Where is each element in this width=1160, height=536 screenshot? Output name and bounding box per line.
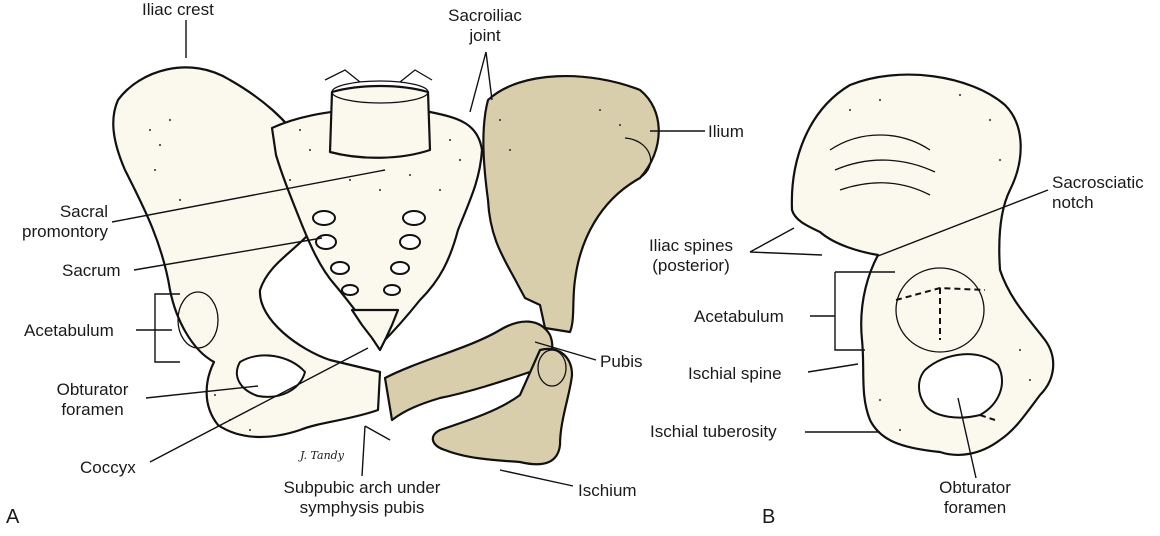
- label-ilium: Ilium: [708, 122, 744, 141]
- label-sacroiliac-line-2: joint: [469, 26, 501, 45]
- label-iliac-spines-line-2: (posterior): [652, 256, 730, 275]
- panel-a-pelvis: [111, 20, 705, 487]
- label-subpubic-arch: Subpubic arch under symphysis pubis: [252, 478, 472, 518]
- panel-a-letter: A: [6, 506, 20, 528]
- label-coccyx: Coccyx: [80, 458, 136, 477]
- label-obturator-foramen-a: Obturator foramen: [40, 380, 145, 420]
- label-obturator-foramen-b: Obturator foramen: [920, 478, 1030, 518]
- stipple-texture: [149, 109, 621, 431]
- vertebral-body: [328, 84, 432, 159]
- label-acetabulum-b: Acetabulum: [694, 307, 784, 326]
- label-sacrosciatic-notch: Sacrosciatic notch: [1052, 173, 1144, 213]
- artist-signature: J. Tandy: [300, 449, 344, 462]
- label-ischial-tuberosity: Ischial tuberosity: [650, 422, 777, 441]
- coccyx-bone: [350, 308, 400, 352]
- label-sacrum: Sacrum: [62, 261, 121, 280]
- label-acetabulum-a: Acetabulum: [24, 321, 114, 340]
- label-obturator-b-line-1: Obturator: [939, 478, 1011, 497]
- label-iliac-crest: Iliac crest: [142, 0, 214, 19]
- label-iliac-spines-line-1: Iliac spines: [648, 236, 734, 255]
- label-pubis: Pubis: [600, 352, 643, 371]
- label-ischium: Ischium: [578, 481, 637, 500]
- ischium-bone: [431, 347, 574, 466]
- label-obturator-b-line-2: foramen: [943, 498, 1007, 517]
- label-sacral-promontory-line-2: promontory: [22, 222, 108, 241]
- panel-b-hip-bone: [749, 73, 1055, 479]
- label-sacral-promontory-line-1: Sacral: [59, 202, 108, 221]
- label-ischial-spine: Ischial spine: [688, 364, 782, 383]
- label-sacroiliac-line-1: Sacroiliac: [448, 6, 522, 25]
- label-sacroiliac-joint: Sacroiliac joint: [430, 6, 540, 46]
- label-obturator-a-line-1: Obturator: [56, 380, 129, 399]
- ilium-bone: [482, 74, 660, 334]
- label-sacrosciatic-line-2: notch: [1052, 193, 1094, 212]
- panel-b-letter: B: [762, 506, 776, 528]
- label-obturator-a-line-2: foramen: [61, 400, 124, 419]
- label-subpubic-line-1: Subpubic arch under: [283, 478, 441, 497]
- label-subpubic-line-2: symphysis pubis: [299, 498, 425, 517]
- label-sacrosciatic-line-1: Sacrosciatic: [1052, 173, 1144, 192]
- label-sacral-promontory: Sacral promontory: [4, 202, 108, 242]
- label-iliac-spines: Iliac spines (posterior): [634, 236, 748, 276]
